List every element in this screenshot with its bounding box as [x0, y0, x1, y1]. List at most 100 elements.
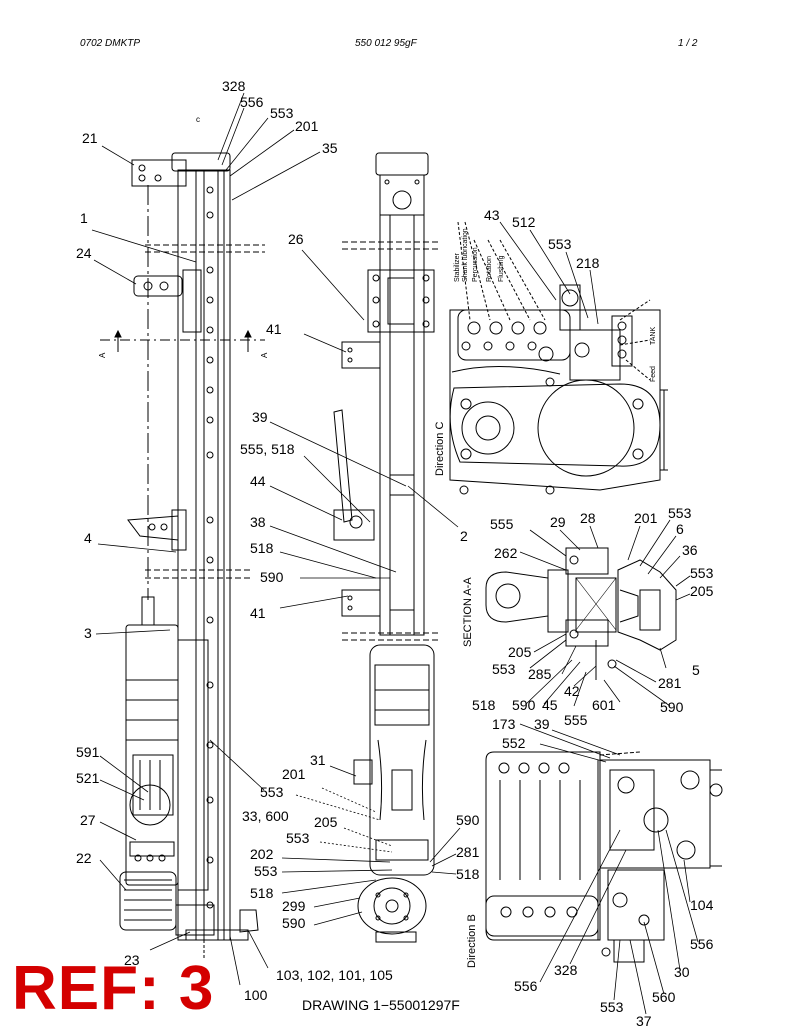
- callout-591: 591: [76, 744, 100, 760]
- callout-556-dirb-right: 556: [690, 936, 714, 952]
- callout-281: 281: [456, 844, 480, 860]
- callout-553-aa-top: 553: [668, 505, 692, 521]
- port-label-tank: TANK: [650, 326, 657, 345]
- callout-560: 560: [652, 989, 676, 1005]
- callout-44: 44: [250, 473, 266, 489]
- callout-590-aa: 590: [512, 697, 536, 713]
- callout-590: 590: [260, 569, 284, 585]
- callout-555-aa-bottom: 555: [564, 712, 588, 728]
- callout-553-aa-right: 553: [690, 565, 714, 581]
- callout-202: 202: [250, 846, 274, 862]
- callout-590-right: 590: [456, 812, 480, 828]
- callout-590-center: 590: [282, 915, 306, 931]
- callout-28: 28: [580, 510, 596, 526]
- callout-42: 42: [564, 683, 580, 699]
- callout-26: 26: [288, 231, 304, 247]
- callout-21: 21: [82, 130, 98, 146]
- callout-29: 29: [550, 514, 566, 530]
- callout-3: 3: [84, 625, 92, 641]
- callout-218: 218: [576, 255, 600, 271]
- section-aa-view: [485, 547, 677, 680]
- callout-552: 552: [502, 735, 526, 751]
- view-label-direction-c: Direction C: [434, 421, 446, 476]
- section-marker-a-right: A: [260, 352, 269, 358]
- callout-555-518: 555, 518: [240, 441, 295, 457]
- callout-39: 39: [252, 409, 268, 425]
- callout-328-dirb: 328: [554, 962, 578, 978]
- callout-553-center-a: 553: [260, 784, 284, 800]
- hose-label-percussion: Percussion: [472, 247, 479, 282]
- callout-24: 24: [76, 245, 92, 261]
- callout-521: 521: [76, 770, 100, 786]
- callout-35: 35: [322, 140, 338, 156]
- center-assembly-view: [333, 152, 440, 943]
- view-arrow-c: c: [196, 115, 200, 124]
- callout-555-aa: 555: [490, 516, 514, 532]
- callout-4: 4: [84, 530, 92, 546]
- callout-103-102-101-105: 103, 102, 101, 105: [276, 967, 393, 983]
- callout-601: 601: [592, 697, 616, 713]
- callout-104: 104: [690, 897, 714, 913]
- callout-22: 22: [76, 850, 92, 866]
- callout-518-aa: 518: [472, 697, 496, 713]
- header-doc-code: 0702 DMKTP: [80, 38, 141, 49]
- callout-205-aa-left: 205: [508, 644, 532, 660]
- callout-556-dirb-left: 556: [514, 978, 538, 994]
- callout-556: 556: [240, 94, 264, 110]
- callout-2: 2: [460, 528, 468, 544]
- callout-201: 201: [295, 118, 319, 134]
- callout-553-dirc: 553: [548, 236, 572, 252]
- callout-262: 262: [494, 545, 518, 561]
- callout-518-right: 518: [456, 866, 480, 882]
- header-part-number: 550 012 95gF: [355, 38, 417, 49]
- callout-553-center-b: 553: [286, 830, 310, 846]
- callout-39-dirb: 39: [534, 716, 550, 732]
- hose-label-stabilizer: Stabilizer: [454, 253, 461, 282]
- callout-38: 38: [250, 514, 266, 530]
- port-label-feed: Feed: [650, 366, 657, 382]
- reference-stamp: REF: 3: [12, 954, 215, 1023]
- callout-553-dirb: 553: [600, 999, 624, 1015]
- view-label-direction-b: Direction B: [466, 914, 478, 968]
- callout-299: 299: [282, 898, 306, 914]
- callout-553-aa-left: 553: [492, 661, 516, 677]
- callout-31: 31: [310, 752, 326, 768]
- hose-label-flushing: Flushing: [498, 255, 505, 282]
- callout-37: 37: [636, 1013, 652, 1029]
- callout-5: 5: [692, 662, 700, 678]
- callout-36: 36: [682, 542, 698, 558]
- callout-41-lower: 41: [250, 605, 266, 621]
- direction-c-view: [449, 221, 668, 495]
- hose-label-shank-lubrication: Shank lubrication: [462, 228, 469, 282]
- callout-33-600: 33, 600: [242, 808, 289, 824]
- callout-41-upper: 41: [266, 321, 282, 337]
- callout-553: 553: [270, 105, 294, 121]
- leader-lines: [91, 92, 699, 1015]
- callout-281-aa: 281: [658, 675, 682, 691]
- callout-201-center: 201: [282, 766, 306, 782]
- callout-43: 43: [484, 207, 500, 223]
- callout-201-aa: 201: [634, 510, 658, 526]
- direction-b-view: [485, 751, 723, 963]
- callout-30: 30: [674, 964, 690, 980]
- callout-285: 285: [528, 666, 552, 682]
- drawing-number-caption: DRAWING 1−55001297F: [302, 997, 460, 1013]
- callout-23: 23: [124, 952, 140, 968]
- callout-1: 1: [80, 210, 88, 226]
- callout-6: 6: [676, 521, 684, 537]
- hose-label-rotation: Rotation: [486, 255, 493, 282]
- header-page-number: 1 / 2: [678, 38, 698, 49]
- callout-512: 512: [512, 214, 536, 230]
- callout-590-aa-right: 590: [660, 699, 684, 715]
- callout-518: 518: [250, 540, 274, 556]
- beam-bolts: [206, 186, 214, 909]
- callout-518-center: 518: [250, 885, 274, 901]
- callout-553-center-c: 553: [254, 863, 278, 879]
- callout-100: 100: [244, 987, 268, 1003]
- callout-328: 328: [222, 78, 246, 94]
- section-marker-a-left: A: [98, 352, 107, 358]
- callout-27: 27: [80, 812, 96, 828]
- left-assembly-view: [100, 152, 265, 958]
- callout-173: 173: [492, 716, 516, 732]
